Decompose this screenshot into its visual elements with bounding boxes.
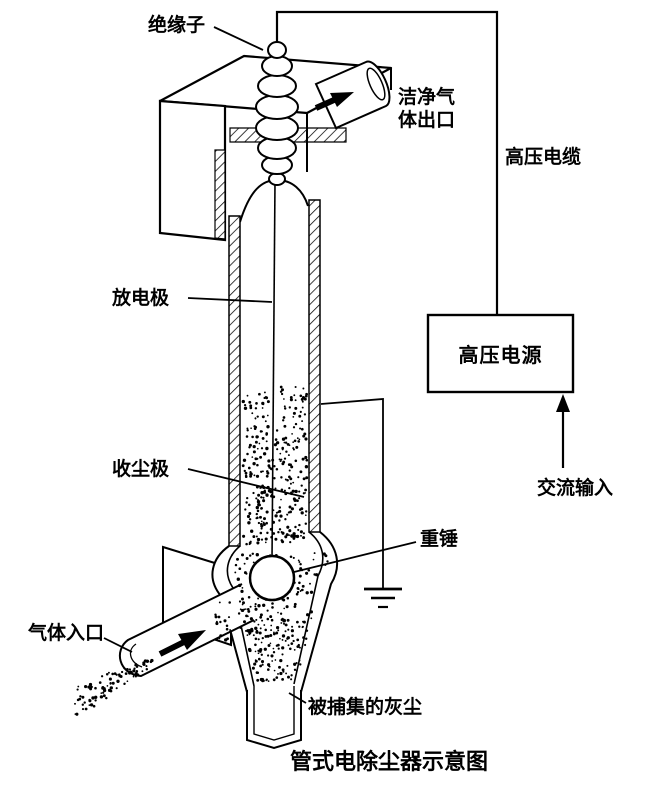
leader-lines: [103, 26, 417, 704]
hopper: [211, 531, 339, 750]
dust-stipple: [74, 385, 329, 716]
hv-power-box: [426, 313, 575, 394]
discharge-wire: [271, 181, 276, 561]
leader-weight: [293, 541, 417, 573]
housing-wall-section: [214, 149, 226, 240]
label-collected-dust: 被捕集的灰尘: [308, 696, 423, 718]
label-ac-input: 交流输入: [537, 477, 614, 499]
label-clean-gas-outlet-line1: 洁净气: [398, 86, 456, 108]
hv-circuit: [275, 10, 575, 609]
diagram-title: 管式电除尘器示意图: [290, 750, 489, 775]
label-discharge-electrode: 放电极: [112, 287, 170, 309]
leader-collecting-electrode: [187, 468, 305, 498]
label-weight-hammer: 重锤: [420, 528, 459, 550]
outlet-flow-arrow: [314, 92, 354, 111]
label-clean-gas-outlet-line2: 体出口: [398, 109, 456, 131]
leader-collected-dust: [288, 692, 307, 704]
weight-ball: [248, 554, 296, 602]
hv-cable-line: [275, 10, 499, 315]
ground-wire: [320, 398, 384, 588]
ground-symbol: [364, 587, 402, 609]
leader-discharge-electrode: [187, 297, 273, 303]
label-hv-power-supply: 高压电源: [458, 343, 543, 367]
outlet-pipe: [314, 60, 391, 130]
inlet-flow-arrow: [158, 630, 206, 657]
dust-duct: [246, 686, 302, 750]
label-gas-inlet: 气体入口: [28, 622, 105, 644]
leader-insulator: [213, 26, 264, 51]
label-clean-gas-outlet: 洁净气 体出口: [398, 86, 455, 132]
label-collecting-electrode: 收尘极: [112, 458, 170, 480]
inlet-pipe: [119, 583, 255, 678]
ac-input-arrow: [556, 394, 570, 468]
label-insulator: 绝缘子: [148, 14, 206, 36]
insulator: [255, 41, 299, 186]
label-hv-cable: 高压电缆: [505, 146, 582, 168]
leader-gas-inlet: [103, 637, 133, 653]
